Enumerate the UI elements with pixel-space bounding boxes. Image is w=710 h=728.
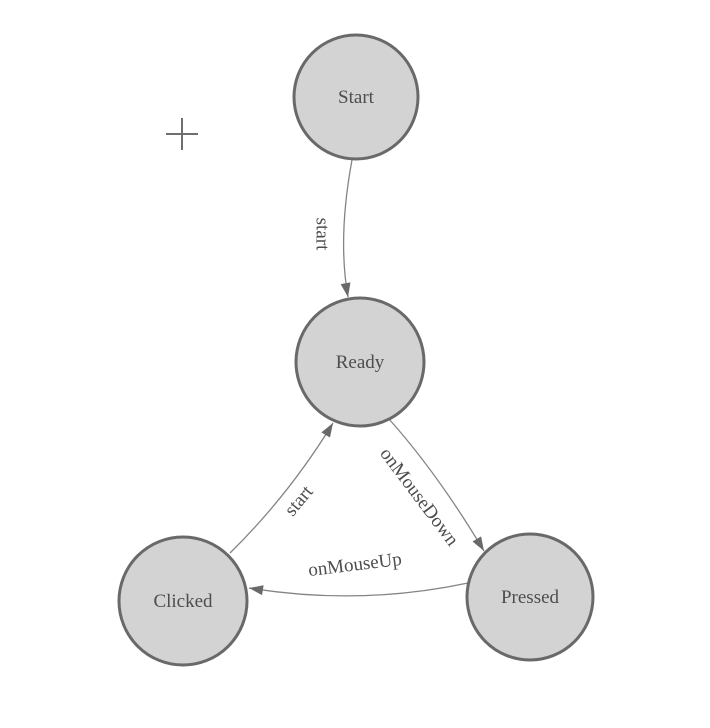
- node-start-circle[interactable]: [292, 33, 420, 161]
- node-ready-circle[interactable]: [294, 296, 426, 428]
- edge-clicked-to-ready[interactable]: start: [229, 422, 334, 554]
- edge-line-start-to-ready[interactable]: [340, 159, 353, 298]
- node-start-label: Start: [338, 87, 375, 108]
- node-clicked-label: Clicked: [153, 591, 213, 612]
- edge-line-pressed-to-clicked[interactable]: [248, 582, 469, 597]
- node-clicked-circle[interactable]: [117, 535, 249, 667]
- edge-ready-to-pressed[interactable]: onMouseDown: [375, 418, 485, 552]
- edge-start-to-ready[interactable]: start: [312, 159, 353, 298]
- node-ready-label: Ready: [336, 352, 385, 373]
- node-pressed-circle[interactable]: [465, 532, 595, 662]
- crosshair-cursor-icon: [166, 118, 198, 150]
- edge-line-ready-to-pressed[interactable]: [388, 418, 485, 552]
- node-clicked[interactable]: Clicked: [117, 535, 249, 667]
- edge-label-onmouseup: onMouseUp: [307, 549, 403, 581]
- edge-pressed-to-clicked[interactable]: onMouseUp: [248, 549, 469, 597]
- node-start[interactable]: Start: [292, 33, 420, 161]
- node-pressed[interactable]: Pressed: [465, 532, 595, 662]
- edge-label-start-bottom: start: [280, 481, 318, 520]
- edge-line-clicked-to-ready[interactable]: [229, 422, 334, 554]
- node-pressed-label: Pressed: [501, 587, 560, 608]
- edge-label-start-top: start: [312, 218, 333, 251]
- node-ready[interactable]: Ready: [294, 296, 426, 428]
